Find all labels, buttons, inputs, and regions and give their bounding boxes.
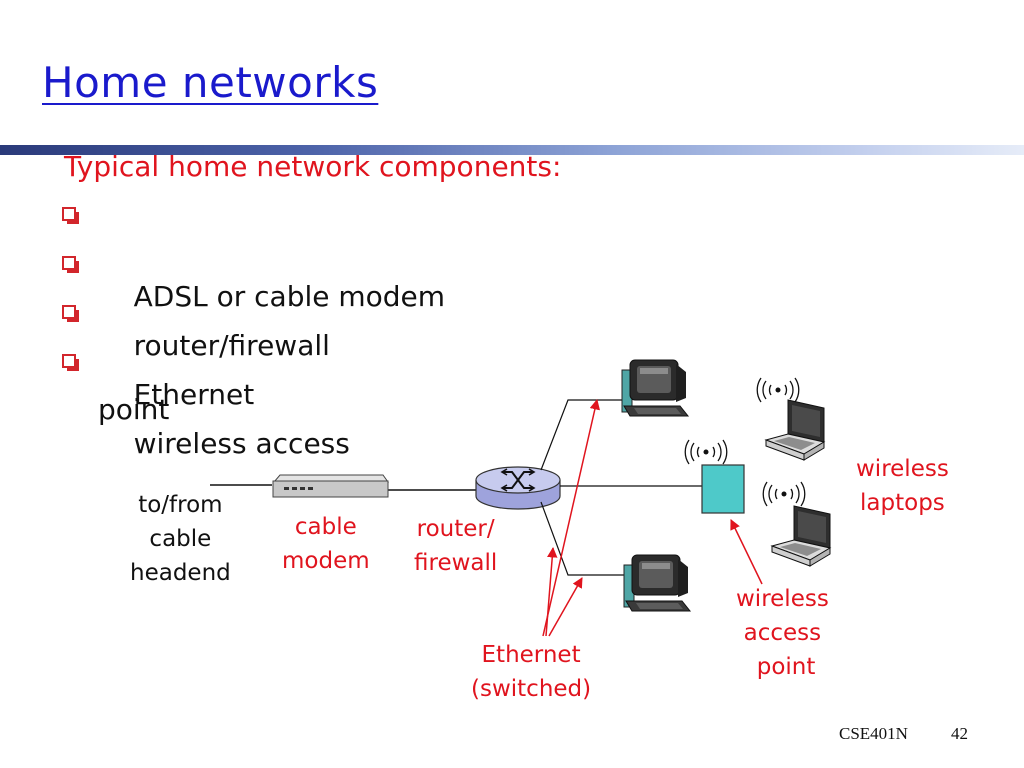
list-item-label: router/firewall [133, 329, 330, 362]
desktop-computer-icon [623, 554, 692, 612]
list-item: router/firewall [62, 246, 445, 362]
wireless-signal-icon [756, 377, 800, 403]
footer-course: CSE401N [839, 724, 908, 743]
list-item: ADSL or cable modem [62, 197, 445, 313]
ethernet-link-top [540, 399, 622, 471]
wireless-access-point-label: wireless access point [736, 586, 829, 680]
bullet-box-icon [62, 256, 76, 270]
bullet-box-icon [62, 354, 76, 368]
component-list: ADSL or cable modem router/firewall Ethe… [62, 197, 445, 460]
ethernet-label: Ethernet (switched) [471, 642, 592, 702]
laptop-icon [770, 505, 832, 567]
list-item: Ethernet [62, 295, 445, 411]
wireless-signal-icon [684, 439, 728, 465]
desktop-computer-icon [621, 359, 690, 417]
ethernet-link-bottom [540, 501, 624, 576]
list-item-label: ADSL or cable modem [133, 280, 446, 313]
wireless-access-point-icon [701, 464, 745, 514]
list-item: wireless access [62, 344, 445, 460]
laptop-icon [764, 399, 826, 461]
footer-page-number: 42 [951, 724, 968, 743]
ethernet-arrow [542, 398, 601, 637]
router-label: router/ firewall [414, 516, 498, 576]
access-point-arrow [730, 519, 763, 585]
ethernet-arrow [548, 577, 583, 637]
list-item-label: Ethernet [133, 378, 255, 411]
router-icon [475, 466, 561, 510]
cable-modem-label: cable modem [282, 514, 370, 574]
list-item-label: wireless access [133, 427, 350, 460]
slide-subtitle: Typical home network components: [64, 150, 562, 183]
wireless-signal-icon [762, 481, 806, 507]
list-item-continuation: point [98, 393, 170, 426]
slide-title: Home networks [42, 58, 379, 107]
cable-headend-label: to/from cable headend [130, 492, 231, 586]
ethernet-arrow [545, 546, 558, 637]
title-divider-bar [0, 145, 1024, 155]
bullet-box-icon [62, 305, 76, 319]
wireless-laptops-label: wireless laptops [856, 456, 949, 516]
bullet-box-icon [62, 207, 76, 221]
cable-modem-icon [272, 474, 389, 498]
